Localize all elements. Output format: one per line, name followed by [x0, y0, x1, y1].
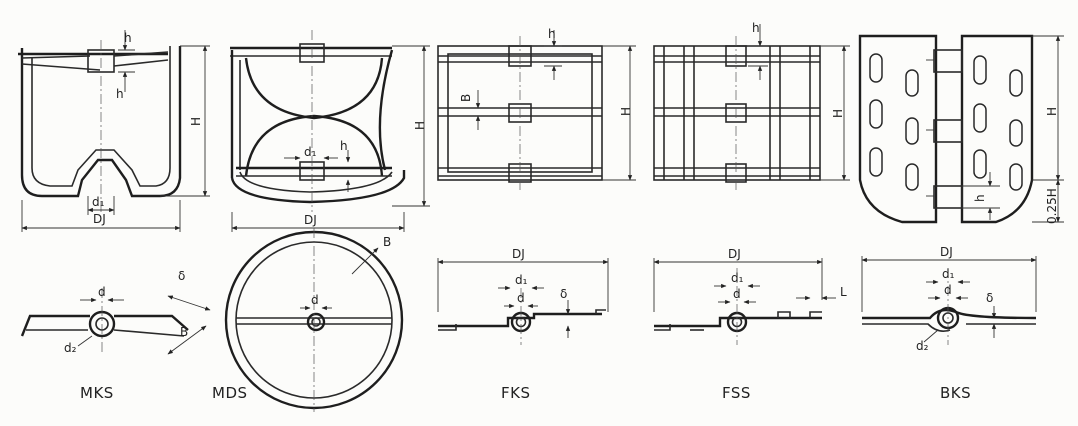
- mds-elevation: [230, 30, 430, 232]
- figure-label-fss: FSS: [722, 384, 751, 402]
- fks-b-label: B: [459, 94, 473, 102]
- fss-diameter-label: DJ: [728, 247, 741, 261]
- bks-section: [861, 256, 1037, 345]
- figure-label-fks: FKS: [501, 384, 531, 402]
- fks-h-label: h: [548, 27, 556, 41]
- mks-diameter-label: DJ: [93, 212, 106, 226]
- mks-section: [20, 288, 211, 355]
- mds-d1-label: d₁: [304, 145, 317, 159]
- fss-d1-label: d₁: [731, 271, 744, 285]
- bks-elevation: [858, 34, 1064, 224]
- fks-diameter-label: DJ: [512, 247, 525, 261]
- mds-height-label: H: [413, 121, 427, 130]
- mds-h-label: h: [340, 139, 348, 153]
- fss-d-label: d: [733, 287, 741, 301]
- fss-elevation: [653, 24, 850, 190]
- fks-d1-label: d₁: [515, 273, 528, 287]
- fss-height-label: H: [831, 109, 845, 118]
- fss-h-label: h: [752, 21, 760, 35]
- bks-height-label: H: [1045, 107, 1059, 116]
- fks-d-label: d: [517, 291, 525, 305]
- fss-l-label: L: [840, 285, 847, 299]
- bks-h-label: h: [973, 194, 987, 202]
- mks-d1-label: d₁: [92, 195, 105, 209]
- mds-b-label: B: [383, 235, 391, 249]
- mks-h-label: h: [116, 87, 124, 101]
- figure-label-mks: MKS: [80, 384, 114, 402]
- fks-elevation: [437, 30, 636, 190]
- bks-quarter-height-label: 0.25H: [1045, 188, 1059, 224]
- bks-d-label: d: [944, 283, 952, 297]
- fks-section: [437, 258, 609, 345]
- fks-delta-label: δ: [560, 287, 567, 301]
- fss-section: [653, 258, 836, 345]
- bks-d1-label: d₁: [942, 267, 955, 281]
- mds-d-label: d: [311, 293, 319, 307]
- mks-top-h-label: h: [124, 31, 132, 45]
- mks-b-label: B: [180, 325, 188, 339]
- mks-elevation: [18, 30, 210, 232]
- mds-plan: [224, 228, 404, 412]
- bks-d2-label: d₂: [916, 339, 929, 353]
- mds-diameter-label: DJ: [304, 213, 317, 227]
- bks-delta-label: δ: [986, 291, 993, 305]
- mks-d2-label: d₂: [64, 341, 77, 355]
- mks-height-label: H: [189, 117, 203, 126]
- mks-d-label: d: [98, 285, 106, 299]
- fks-height-label: H: [619, 107, 633, 116]
- figure-label-bks: BKS: [940, 384, 971, 402]
- mks-delta-label: δ: [178, 269, 185, 283]
- bks-diameter-label: DJ: [940, 245, 953, 259]
- figure-label-mds: MDS: [212, 384, 248, 402]
